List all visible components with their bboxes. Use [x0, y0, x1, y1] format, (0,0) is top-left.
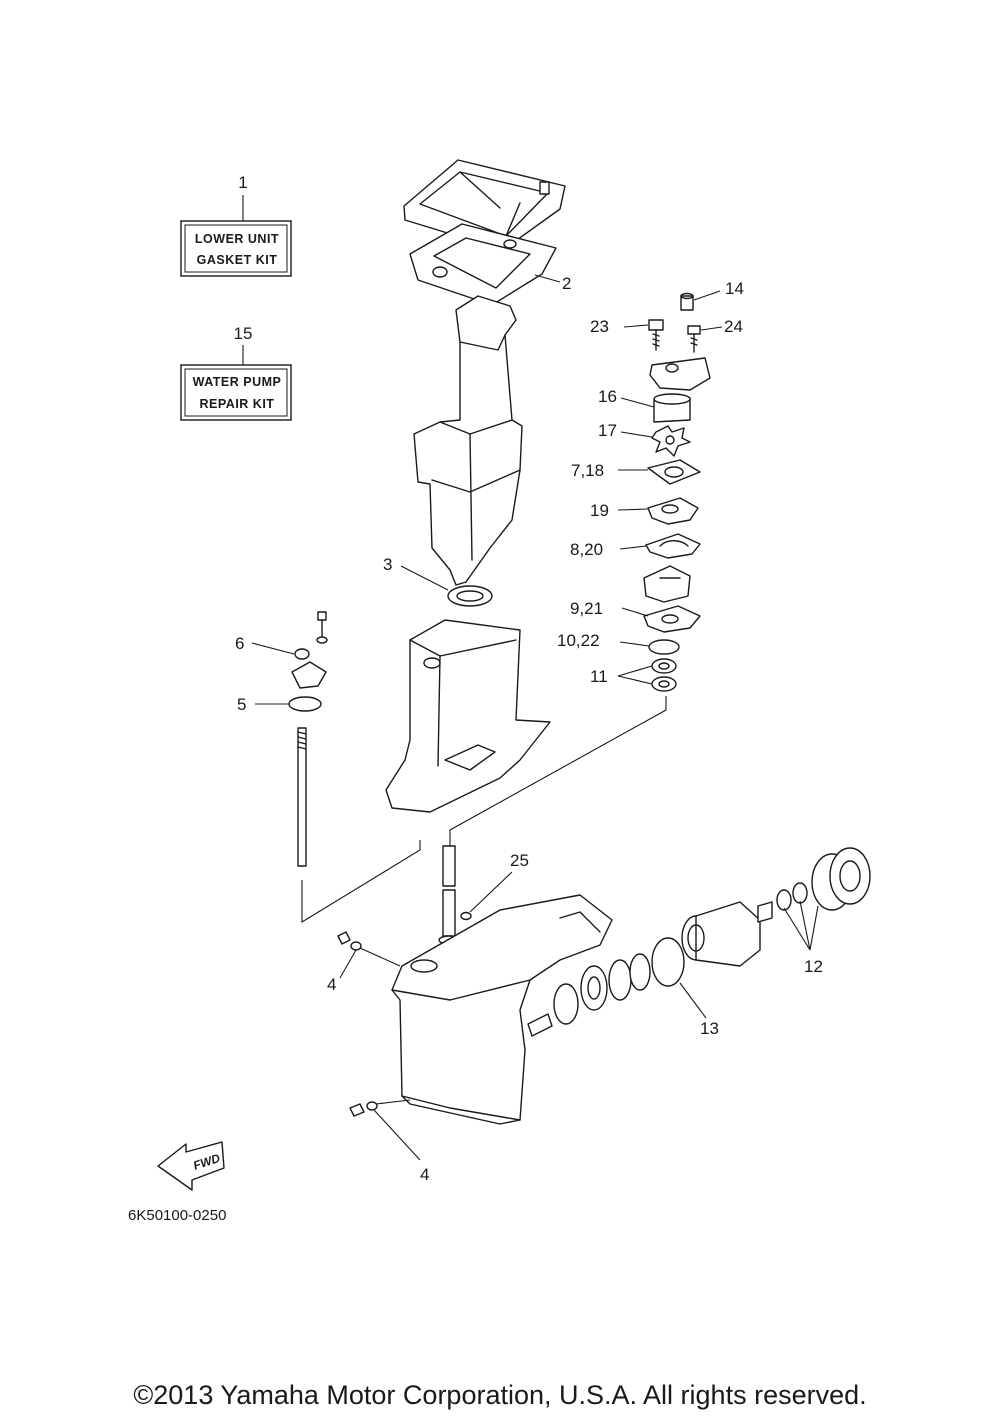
callout-3: 3 [383, 555, 392, 574]
callout-1: 1 [238, 173, 247, 192]
upper-casing [413, 295, 523, 586]
callout-23: 23 [590, 317, 609, 336]
callout-4-upper: 4 [327, 975, 336, 994]
exploded-parts-diagram: 1 LOWER UNIT GASKET KIT 15 WATER PUMP RE… [128, 159, 871, 1224]
part-14-sleeve [680, 292, 694, 311]
callout-8-20: 8,20 [570, 540, 603, 559]
water-pump-base [643, 565, 691, 603]
callout-12: 12 [804, 957, 823, 976]
part-3-seal [447, 585, 493, 607]
callout-7-18: 7,18 [571, 461, 604, 480]
callout-10-22: 10,22 [557, 631, 600, 650]
callout-2: 2 [562, 274, 571, 293]
callout-16: 16 [598, 387, 617, 406]
part-13-o-ring [651, 937, 685, 987]
water-pump-housing [649, 357, 711, 391]
callout-5: 5 [237, 695, 246, 714]
part-24-bolt [687, 325, 701, 353]
part-25-pin [460, 911, 472, 921]
part-12-bearings-and-seals [757, 847, 871, 923]
drive-shaft [438, 845, 460, 945]
callout-25: 25 [510, 851, 529, 870]
part-16-insert-cartridge [653, 393, 691, 423]
part-2-gasket [409, 223, 557, 306]
propeller-shaft-gears [527, 953, 651, 1037]
part-10-22-o-ring [648, 639, 680, 655]
callout-9-21: 9,21 [570, 599, 603, 618]
callout-4-lower: 4 [420, 1165, 429, 1184]
upper-mounting-plate [403, 159, 566, 251]
callout-17: 17 [598, 421, 617, 440]
part-7-18-gasket [647, 459, 701, 485]
callout-15: 15 [234, 324, 253, 343]
part-8-20-gasket [645, 533, 701, 559]
connection-line-left [301, 840, 421, 923]
callout-24: 24 [724, 317, 743, 336]
forward-direction-arrow: FWD [157, 1141, 225, 1191]
part-19-outer-plate [647, 497, 699, 525]
copyright-notice: ©2013 Yamaha Motor Corporation, U.S.A. A… [133, 1380, 867, 1410]
kit-label-lower-unit-gasket: 1 LOWER UNIT GASKET KIT [180, 173, 292, 277]
kit-label-line1: WATER PUMP [193, 375, 282, 389]
part-4-drain-screw-upper [337, 931, 362, 951]
kit-label-water-pump-repair: 15 WATER PUMP REPAIR KIT [180, 324, 292, 421]
part-17-impeller [651, 425, 691, 457]
lower-casing [391, 894, 613, 1125]
callout-13: 13 [700, 1019, 719, 1038]
shift-rod [297, 727, 307, 867]
part-11-oil-seals [651, 658, 677, 692]
callout-14: 14 [725, 279, 744, 298]
propeller-shaft-housing [681, 901, 761, 967]
kit-label-line1: LOWER UNIT [195, 232, 279, 246]
part-23-bolt [648, 319, 664, 351]
kit-label-line2: REPAIR KIT [200, 397, 275, 411]
diagram-code: 6K50100-0250 [128, 1207, 226, 1224]
part-9-21-gasket [643, 605, 701, 633]
callout-19: 19 [590, 501, 609, 520]
callout-11: 11 [590, 667, 608, 686]
kit-label-line2: GASKET KIT [197, 253, 278, 267]
connection-line-right [449, 696, 667, 846]
part-5-o-ring [288, 696, 322, 712]
middle-casing [385, 619, 551, 813]
callout-6: 6 [235, 634, 244, 653]
part-6-seal-and-bolt [291, 611, 328, 689]
part-4-drain-screw-lower [349, 1101, 378, 1117]
